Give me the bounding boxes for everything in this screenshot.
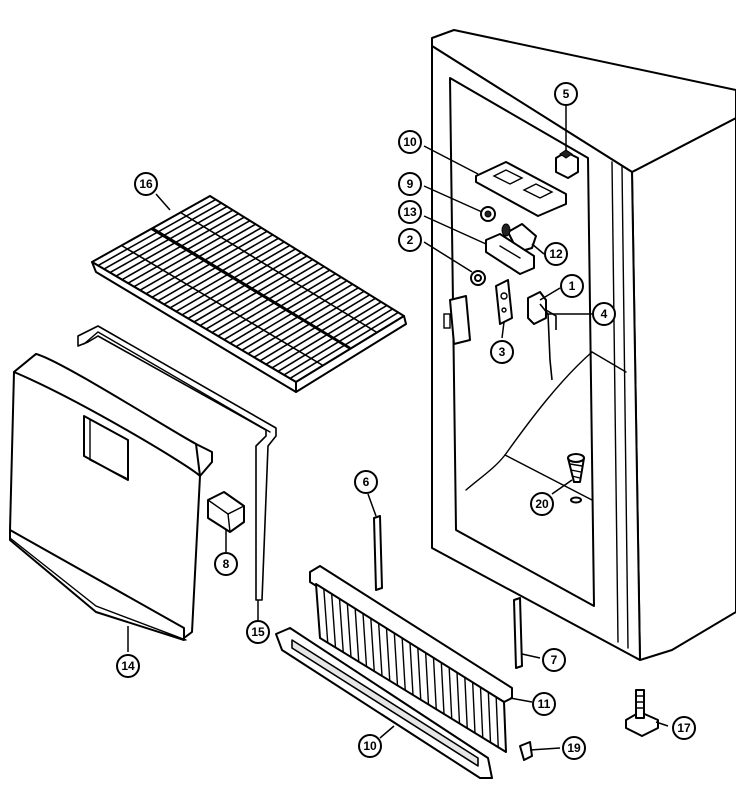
callout-labels: 5 10 9 13 2 12 1 4 3 16 6 20 8 15 7 14 1…: [116, 82, 696, 760]
callout-3-text: 3: [499, 345, 506, 359]
part-7-strip: [513, 597, 523, 669]
clip-19: [519, 741, 533, 761]
callout-5-text: 5: [563, 87, 570, 101]
callout-14: 14: [116, 654, 140, 678]
callout-8: 8: [214, 552, 238, 576]
callout-11-text: 11: [538, 697, 551, 711]
callout-16: 16: [134, 172, 158, 196]
callout-10-lower-text: 10: [363, 739, 377, 753]
door-gasket: [77, 325, 277, 601]
callout-15-text: 15: [251, 625, 265, 639]
callout-1-text: 1: [569, 279, 576, 293]
freezer-cabinet: [431, 29, 736, 661]
switch-5: [555, 149, 579, 179]
callout-19-text: 19: [567, 741, 581, 755]
grommet-2: [470, 270, 486, 286]
callout-7-text: 7: [551, 653, 558, 667]
callout-20-text: 20: [535, 497, 549, 511]
callout-17-text: 17: [677, 721, 691, 735]
plate-3: [495, 279, 513, 325]
callout-11: 11: [532, 692, 556, 716]
callout-16-text: 16: [139, 177, 153, 191]
leader-lines: [127, 106, 669, 751]
callout-2: 2: [398, 228, 422, 252]
kick-plate: [275, 627, 493, 779]
callout-3: 3: [490, 340, 514, 364]
callout-6: 6: [354, 470, 378, 494]
part-6-strip: [373, 515, 383, 591]
callout-13: 13: [398, 200, 422, 224]
callout-5: 5: [554, 82, 578, 106]
callout-10-upper-text: 10: [403, 135, 417, 149]
part-8-block: [207, 491, 245, 533]
wire-shelf: [91, 195, 407, 393]
callout-14-text: 14: [121, 659, 135, 673]
callout-4-text: 4: [601, 307, 608, 321]
callout-8-text: 8: [223, 557, 230, 571]
callout-12: 12: [544, 242, 568, 266]
callout-9: 9: [398, 172, 422, 196]
callout-4: 4: [592, 302, 616, 326]
callout-10-upper: 10: [398, 130, 422, 154]
callout-1: 1: [560, 274, 584, 298]
callout-15: 15: [246, 620, 270, 644]
bracket-13: [485, 233, 535, 275]
drain-tube: [567, 453, 585, 504]
leveling-leg: [625, 689, 659, 737]
callout-9-text: 9: [407, 177, 414, 191]
callout-7: 7: [542, 648, 566, 672]
callout-10-lower: 10: [358, 734, 382, 758]
callout-6-text: 6: [363, 475, 370, 489]
callout-2-text: 2: [407, 233, 414, 247]
callout-17: 17: [672, 716, 696, 740]
thermostat-4: [527, 291, 557, 381]
freezer-door: [9, 353, 213, 641]
light-bracket-10: [475, 161, 567, 217]
callout-20: 20: [530, 492, 554, 516]
callout-12-text: 12: [549, 247, 563, 261]
socket-9: [480, 206, 496, 222]
callout-19: 19: [562, 736, 586, 760]
callout-13-text: 13: [403, 205, 417, 219]
